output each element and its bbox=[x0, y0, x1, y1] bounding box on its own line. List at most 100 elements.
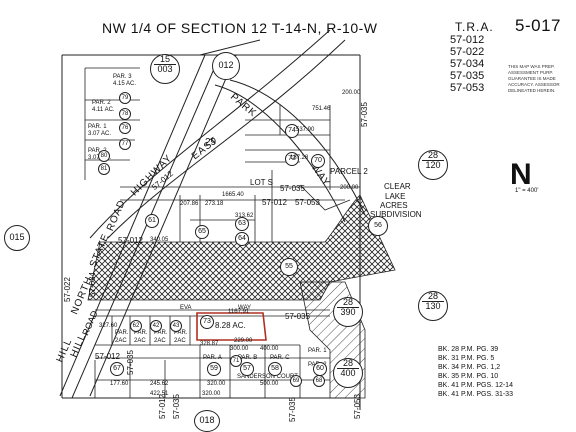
parcel-number-circle[interactable]: 78 bbox=[119, 108, 131, 120]
parcel-number-circle[interactable]: 81 bbox=[98, 163, 110, 175]
tra-map-label: 57-035 bbox=[287, 397, 297, 422]
dimension-label: 313.62 bbox=[235, 213, 254, 219]
north-state-road bbox=[59, 54, 237, 399]
dimension-label: 422.51 bbox=[150, 391, 169, 397]
reference-line: BK. 31 P.M. PG. 5 bbox=[438, 355, 495, 362]
tra-map-label: 57-053 bbox=[352, 394, 362, 419]
highway-29 bbox=[89, 29, 346, 239]
parcel-number-circle[interactable]: 56 bbox=[368, 216, 388, 236]
parcel-number-circle[interactable]: 80 bbox=[98, 150, 110, 162]
subdivision-line: CLEAR bbox=[384, 182, 411, 191]
parcel-number-circle[interactable]: 58 bbox=[268, 362, 282, 376]
dimension-label: 327.60 bbox=[99, 323, 118, 329]
dimension-label: 245.62 bbox=[150, 381, 169, 387]
parcel-number-circle[interactable]: 57 bbox=[240, 362, 254, 376]
tra-code: 57-053 bbox=[450, 82, 485, 94]
reference-line: BK. 34 P.M. PG. 1,2 bbox=[438, 364, 501, 371]
parcel-number: 29 bbox=[205, 137, 217, 148]
parcel-number-circle[interactable]: 64 bbox=[235, 232, 249, 246]
tra-map-label: 57-012 bbox=[118, 236, 143, 245]
book-page-circle[interactable]: 018 bbox=[194, 410, 220, 432]
tra-map-label: 57-035 bbox=[359, 102, 369, 127]
ne-hatch bbox=[299, 184, 351, 211]
tra-map-label: 57-035 bbox=[280, 184, 305, 193]
parcel-lines bbox=[84, 67, 360, 398]
parcel-number-circle[interactable]: 79 bbox=[119, 92, 131, 104]
tra-code: 57-034 bbox=[450, 58, 485, 70]
tra-code: 57-022 bbox=[450, 46, 485, 58]
parcel-label: PAR. 2 bbox=[88, 148, 107, 154]
tra-map-label: 57-012 bbox=[262, 198, 287, 207]
subdivision-line: SUBDIVISION bbox=[370, 210, 422, 219]
tra-map-label: 57-053 bbox=[295, 198, 320, 207]
subdivision-line: LAKE bbox=[385, 192, 406, 201]
dimension-label: 200.00 bbox=[342, 90, 361, 96]
dimension-label: 340.05 bbox=[150, 237, 169, 243]
book-page-circle[interactable]: 012 bbox=[212, 52, 240, 80]
parcel-number-circle[interactable]: 60 bbox=[313, 362, 327, 376]
parcel-area: 2AC bbox=[174, 338, 186, 344]
parcel-number-circle[interactable]: 77 bbox=[119, 138, 131, 150]
assessor-note-line: THIS MAP WAS PREP. bbox=[508, 64, 555, 69]
dimension-label: 273.18 bbox=[205, 201, 224, 207]
dimension-label: 500.00 bbox=[260, 381, 279, 387]
tra-map-label: 57-034 bbox=[87, 272, 97, 297]
parcel-label: PAR. 3 bbox=[113, 74, 132, 80]
dimension-label: 177.60 bbox=[110, 381, 129, 387]
dimension-label: 207.86 bbox=[180, 201, 199, 207]
assessor-note-line: ACCURACY. ASSESSOR bbox=[508, 82, 560, 87]
road-label-sanderson: SANDERSON COURT bbox=[237, 374, 298, 380]
dimension-label: 1167.91 bbox=[228, 309, 250, 315]
dimension-label: 300.00 bbox=[230, 346, 249, 352]
dimension-label: 537.90 bbox=[296, 127, 315, 133]
parcel-number-circle[interactable]: 55 bbox=[280, 258, 298, 276]
parcel-number-circle[interactable]: 68 bbox=[313, 375, 325, 387]
dimension-label: 187.28 bbox=[290, 155, 309, 161]
dimension-label: 229.00 bbox=[234, 338, 253, 344]
map-page-id: 5-017 bbox=[515, 16, 561, 35]
dimension-label: 320.00 bbox=[207, 381, 226, 387]
parcel-label: PAR. bbox=[115, 330, 129, 336]
parcel-number-circle[interactable]: 70 bbox=[311, 154, 325, 168]
tra-map-label: 57-035 bbox=[125, 350, 135, 375]
hatched-easement bbox=[87, 194, 396, 301]
assessor-note-line: ASSESSMENT PURP. bbox=[508, 70, 554, 75]
parcel-number-circle[interactable]: 76 bbox=[119, 122, 131, 134]
parcel-number-circle[interactable]: 61 bbox=[145, 214, 159, 228]
lot-label: LOT S bbox=[250, 178, 273, 187]
tra-map-label: 57-035 bbox=[171, 394, 181, 419]
parcel-number-circle[interactable]: 42 bbox=[150, 320, 162, 332]
assessor-note-line: GUARANTEE IS MADE bbox=[508, 76, 556, 81]
dimension-label: 1665.40 bbox=[222, 192, 244, 198]
dimension-label: 320.00 bbox=[202, 391, 221, 397]
dimension-label: 328.87 bbox=[200, 341, 219, 347]
parcel-number-circle[interactable]: 43 bbox=[170, 320, 182, 332]
parcel-label: PAR. 1 bbox=[88, 124, 107, 130]
parcel-number-circle[interactable]: 62 bbox=[130, 320, 142, 332]
parcel-number-circle[interactable]: 73 bbox=[200, 315, 214, 329]
parcel-number-circle[interactable]: 63 bbox=[235, 217, 249, 231]
parcel-number-circle[interactable]: 67 bbox=[110, 362, 124, 376]
tra-map-label: 57-012 bbox=[157, 394, 167, 419]
reference-line: BK. 28 P.M. PG. 39 bbox=[438, 346, 499, 353]
book-page-circle[interactable]: 015 bbox=[4, 225, 30, 251]
parcel-number-circle[interactable]: 74 bbox=[285, 124, 299, 138]
parcel-label: PAR. 1 bbox=[308, 348, 327, 354]
subdivision-line: ACRES bbox=[380, 201, 408, 210]
parcel-number-circle[interactable]: 59 bbox=[207, 362, 221, 376]
parcel-number-circle[interactable]: 69 bbox=[290, 375, 302, 387]
acreage-label: 8.28 AC. bbox=[215, 321, 246, 330]
parcel-number-circle[interactable]: 72 bbox=[285, 152, 299, 166]
parcel-label: PAR. 2 bbox=[92, 100, 111, 106]
parcel-label: PAR. bbox=[174, 330, 188, 336]
parcel-label: PAR. A bbox=[203, 355, 222, 361]
parcel-label: PAR. bbox=[134, 330, 148, 336]
tra-heading: T.R.A. bbox=[455, 20, 494, 34]
parcel-number-circle[interactable]: 65 bbox=[195, 225, 209, 239]
parcel-number-circle[interactable]: 71 bbox=[230, 355, 242, 367]
